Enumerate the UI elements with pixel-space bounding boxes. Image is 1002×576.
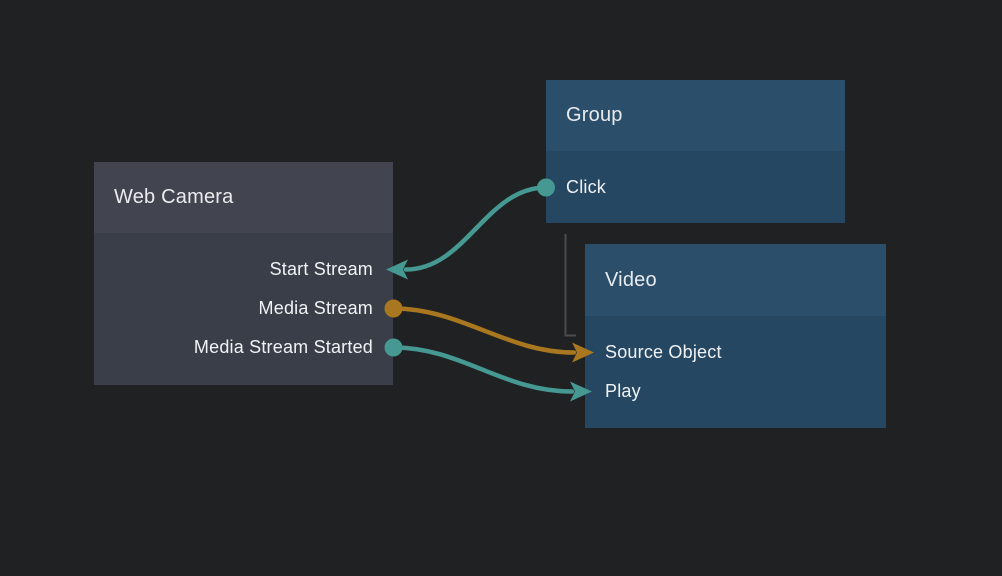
wire-click-to-start-stream[interactable] bbox=[403, 185, 549, 272]
wire-media-stream-to-source-object[interactable] bbox=[391, 306, 577, 355]
node-web-camera[interactable]: Web Camera Start Stream Media Stream Med… bbox=[94, 162, 393, 385]
node-title: Group bbox=[566, 104, 623, 126]
port-label: Media Stream Started bbox=[193, 337, 373, 357]
node-title: Web Camera bbox=[114, 186, 234, 208]
port-label: Media Stream bbox=[258, 298, 373, 318]
group-attach-line bbox=[564, 234, 576, 337]
node-video[interactable]: Video Source Object Play bbox=[585, 244, 886, 428]
port-media-stream[interactable]: Media Stream bbox=[94, 289, 393, 328]
port-media-stream-started[interactable]: Media Stream Started bbox=[94, 328, 393, 367]
port-label: Play bbox=[605, 381, 641, 401]
port-start-stream[interactable]: Start Stream bbox=[94, 250, 393, 289]
node-group-body: Click bbox=[546, 151, 845, 223]
wire-media-stream-started-to-play[interactable] bbox=[391, 345, 575, 394]
port-label: Start Stream bbox=[269, 259, 373, 279]
node-video-header[interactable]: Video bbox=[585, 244, 886, 316]
node-video-body: Source Object Play bbox=[585, 316, 886, 428]
node-web-camera-header[interactable]: Web Camera bbox=[94, 162, 393, 233]
port-source-object[interactable]: Source Object bbox=[585, 333, 886, 372]
node-group[interactable]: Group Click bbox=[546, 80, 845, 223]
node-web-camera-body: Start Stream Media Stream Media Stream S… bbox=[94, 233, 393, 385]
node-group-header[interactable]: Group bbox=[546, 80, 845, 151]
port-label: Click bbox=[566, 177, 606, 197]
port-label: Source Object bbox=[605, 342, 722, 362]
port-play[interactable]: Play bbox=[585, 372, 886, 411]
node-title: Video bbox=[605, 268, 657, 291]
port-click[interactable]: Click bbox=[546, 168, 845, 207]
